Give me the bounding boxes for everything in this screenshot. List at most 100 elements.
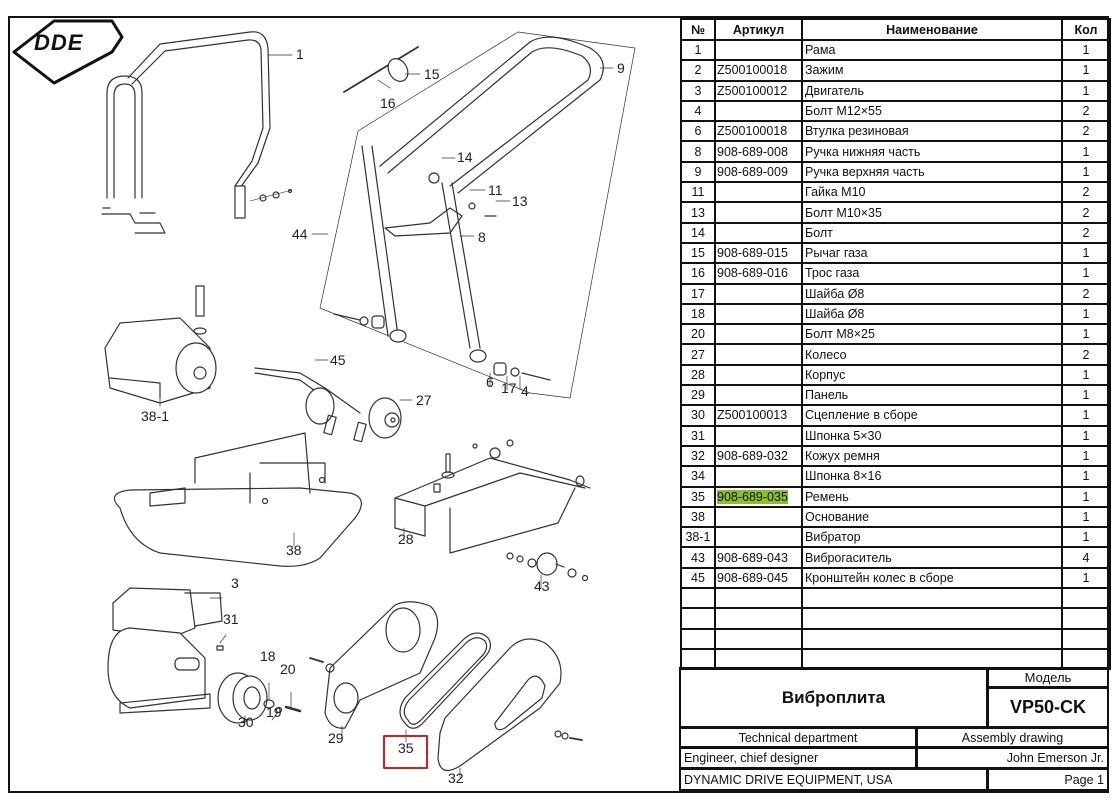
cell-name: Ручка нижняя часть <box>801 140 1063 163</box>
cell-num: 27 <box>680 343 716 366</box>
callout-38-1[interactable]: 38-1 <box>141 408 170 424</box>
cell-name: Панель <box>801 384 1063 407</box>
cell-article <box>714 282 803 305</box>
cell-qty: 1 <box>1061 323 1111 346</box>
callout-15[interactable]: 15 <box>424 66 440 82</box>
callout-8[interactable]: 8 <box>478 229 486 245</box>
part-30-clutch <box>217 672 302 724</box>
cell-article <box>714 384 803 407</box>
cell-name: Зажим <box>801 59 1063 82</box>
callout-45[interactable]: 45 <box>330 352 346 368</box>
cell-num: 31 <box>680 424 716 447</box>
callout-6[interactable]: 6 <box>486 374 494 390</box>
cell-num <box>680 607 716 630</box>
callout-29[interactable]: 29 <box>328 730 344 746</box>
drawing-sheet: DDE 1 15 16 9 14 11 13 44 8 45 27 38-1 6… <box>8 16 1111 793</box>
part-43-damper <box>506 552 589 582</box>
cell-num: 14 <box>680 221 716 244</box>
document-type: Assembly drawing <box>916 727 1109 748</box>
cell-article <box>714 607 803 630</box>
callout-11[interactable]: 11 <box>488 182 503 198</box>
cell-article: 908-689-015 <box>714 241 803 265</box>
cell-num: 11 <box>680 181 716 204</box>
callout-17[interactable]: 17 <box>501 380 517 396</box>
cell-num: 45 <box>680 566 716 590</box>
cell-name: Ручка верхняя часть <box>801 160 1063 184</box>
callout-9[interactable]: 9 <box>617 60 625 76</box>
cell-name: Кронштейн колес в сборе <box>801 566 1063 590</box>
page-number: Page 1 <box>987 768 1109 791</box>
callout-16[interactable]: 16 <box>380 95 396 111</box>
table-row-empty <box>680 587 1111 610</box>
cell-name: Колесо <box>801 343 1063 366</box>
callout-1[interactable]: 1 <box>296 46 304 62</box>
part-44-handle-boundary <box>319 31 636 399</box>
cell-num: 43 <box>680 546 716 569</box>
cell-num: 4 <box>680 99 716 123</box>
dde-logo-text: DDE <box>34 30 84 55</box>
cell-name <box>801 607 1063 630</box>
callout-31[interactable]: 31 <box>223 611 239 627</box>
cell-name <box>801 587 1063 610</box>
part-38-1-vibrator <box>104 285 217 404</box>
cell-qty: 1 <box>1061 38 1111 62</box>
cell-article <box>714 526 803 549</box>
callout-38[interactable]: 38 <box>286 542 302 558</box>
part-45-27-wheels <box>254 367 402 443</box>
cell-article <box>714 465 803 488</box>
cell-num: 29 <box>680 384 716 407</box>
cell-qty <box>1061 587 1111 610</box>
cell-article: 908-689-016 <box>714 262 803 285</box>
cell-name: Шпонка 8×16 <box>801 465 1063 488</box>
cell-name: Шайба Ø8 <box>801 282 1063 305</box>
cell-name: Шайба Ø8 <box>801 302 1063 326</box>
callout-28[interactable]: 28 <box>398 531 414 547</box>
callout-27[interactable]: 27 <box>416 392 432 408</box>
callout-19[interactable]: 19 <box>266 704 282 720</box>
cell-num: 18 <box>680 302 716 326</box>
header-article: Артикул <box>714 18 803 41</box>
cell-article: 908-689-035 <box>714 485 803 508</box>
callout-44[interactable]: 44 <box>292 226 308 242</box>
cell-article: Z500100018 <box>714 59 803 82</box>
callout-35[interactable]: 35 <box>398 740 414 756</box>
part-38-base <box>113 432 362 567</box>
callout-20[interactable]: 20 <box>280 661 296 677</box>
cell-qty: 2 <box>1061 120 1111 143</box>
callout-13[interactable]: 13 <box>512 193 528 209</box>
header-num: № <box>680 18 716 41</box>
cell-qty: 1 <box>1061 140 1111 163</box>
callout-3[interactable]: 3 <box>231 575 239 591</box>
cell-article <box>714 363 803 387</box>
callout-14[interactable]: 14 <box>457 149 473 165</box>
cell-article <box>714 302 803 326</box>
callout-4[interactable]: 4 <box>521 383 529 399</box>
callout-18[interactable]: 18 <box>260 648 276 664</box>
part-1-frame <box>101 31 293 234</box>
cell-article: 908-689-032 <box>714 444 803 468</box>
cell-article <box>714 201 803 224</box>
cell-qty: 1 <box>1061 404 1111 427</box>
cell-num: 38 <box>680 505 716 529</box>
company-name: DYNAMIC DRIVE EQUIPMENT, USA <box>679 768 988 791</box>
cell-num: 34 <box>680 465 716 488</box>
cell-article: 908-689-009 <box>714 160 803 184</box>
cell-qty: 1 <box>1061 384 1111 407</box>
callout-32[interactable]: 32 <box>448 770 464 786</box>
cell-qty: 1 <box>1061 241 1111 265</box>
callout-30[interactable]: 30 <box>238 714 254 730</box>
header-name: Наименование <box>801 18 1063 41</box>
cell-qty: 2 <box>1061 343 1111 366</box>
cell-article <box>714 505 803 529</box>
callout-43[interactable]: 43 <box>534 578 550 594</box>
product-name: Виброплита <box>679 667 988 728</box>
cell-num: 17 <box>680 282 716 305</box>
